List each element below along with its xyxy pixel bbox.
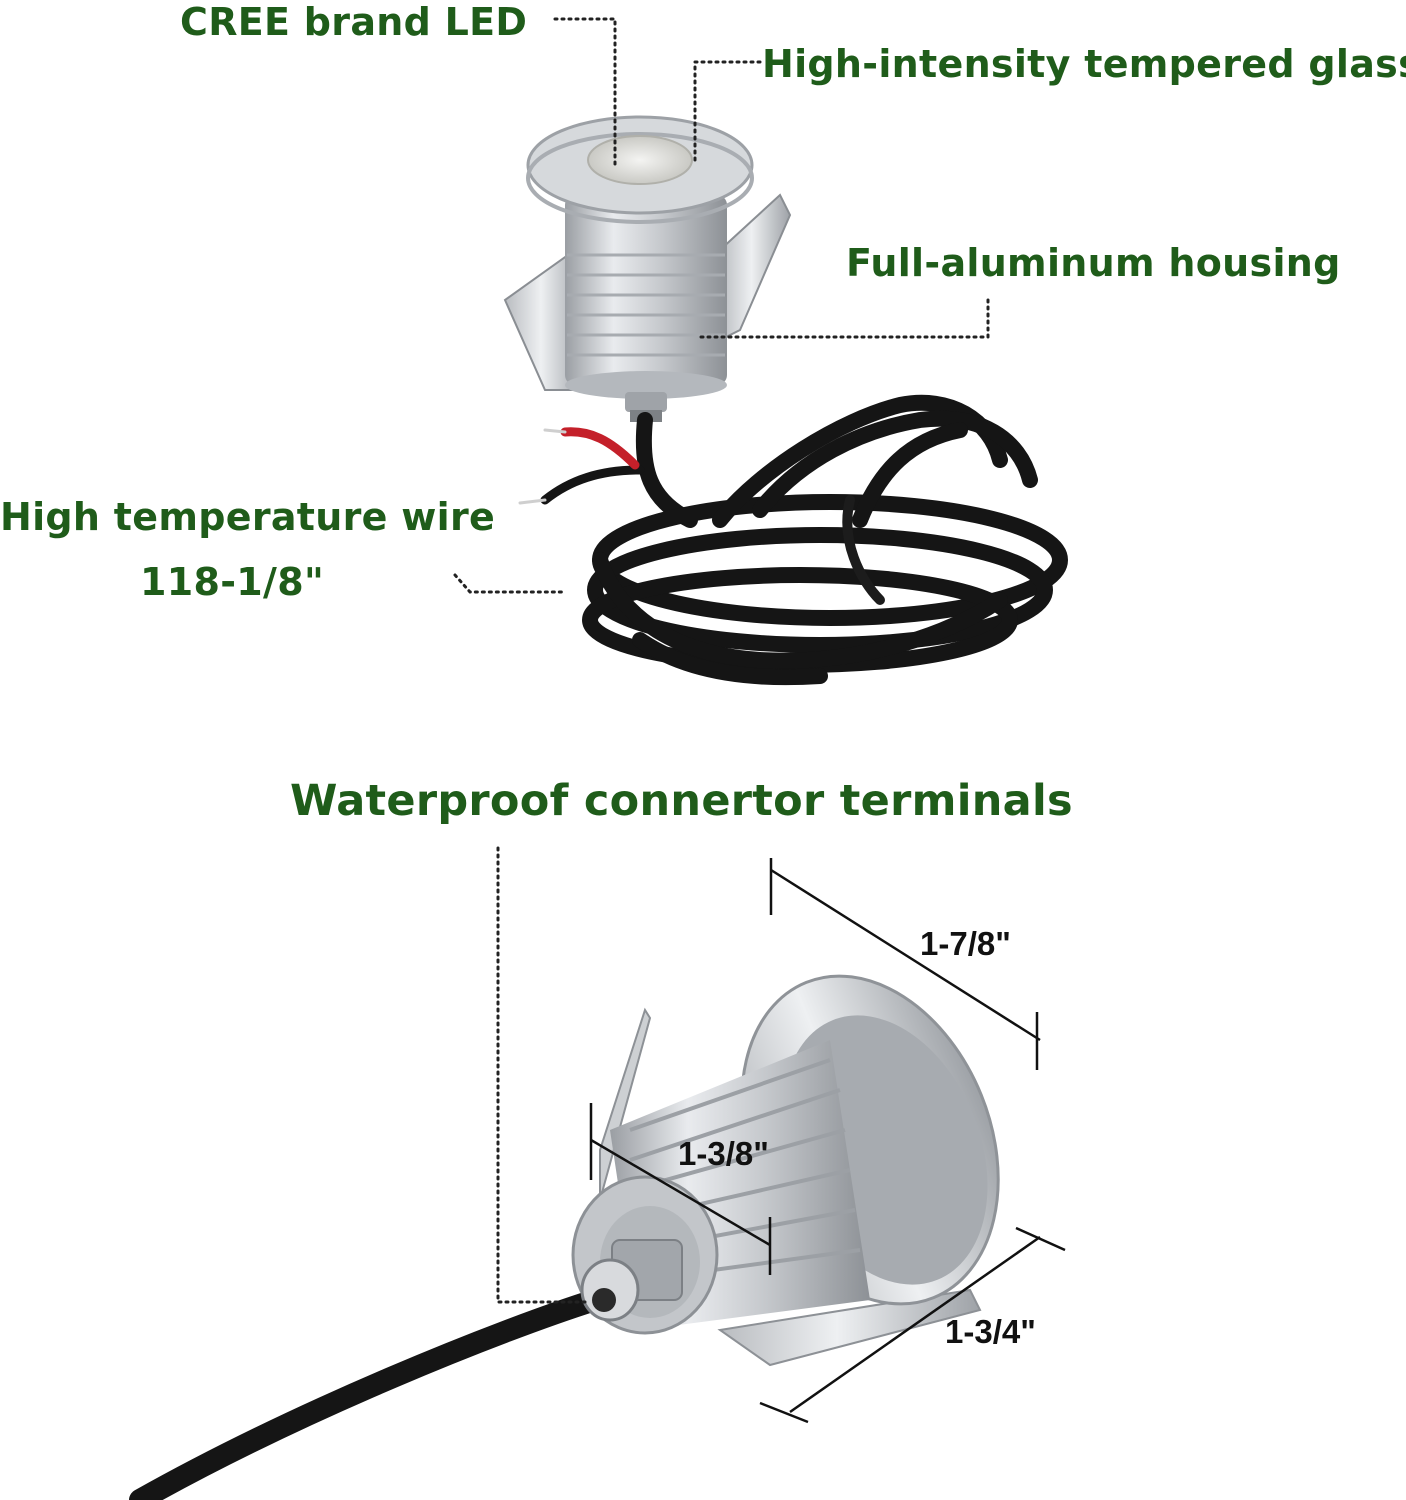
wire-callout-line1: High temperature wire: [0, 495, 496, 539]
black-cable: [129, 1289, 606, 1500]
terminals-callout: Waterproof connertor terminals: [290, 776, 1073, 826]
tempered-glass-callout: High-intensity tempered glass: [762, 42, 1406, 86]
aluminum-housing-callout: Full-aluminum housing: [846, 241, 1341, 285]
flange-diameter-label: 1-7/8": [920, 925, 1011, 962]
housing-body: [565, 195, 727, 385]
cree-led-callout: CREE brand LED: [180, 0, 528, 44]
cable-coil: [518, 394, 1068, 686]
top-light-fixture: [503, 115, 792, 422]
wire-callout-line2: 118-1/8": [140, 560, 325, 604]
height-label: 1-3/4": [945, 1313, 1036, 1350]
mounting-clip-right: [719, 193, 792, 342]
red-wire: [560, 427, 640, 470]
bottom-light-fixture: [129, 974, 1000, 1500]
body-diameter-label: 1-3/8": [678, 1135, 769, 1172]
leader-lines: [453, 17, 990, 1304]
dimension-lines: [589, 858, 1066, 1424]
lens: [587, 135, 693, 185]
